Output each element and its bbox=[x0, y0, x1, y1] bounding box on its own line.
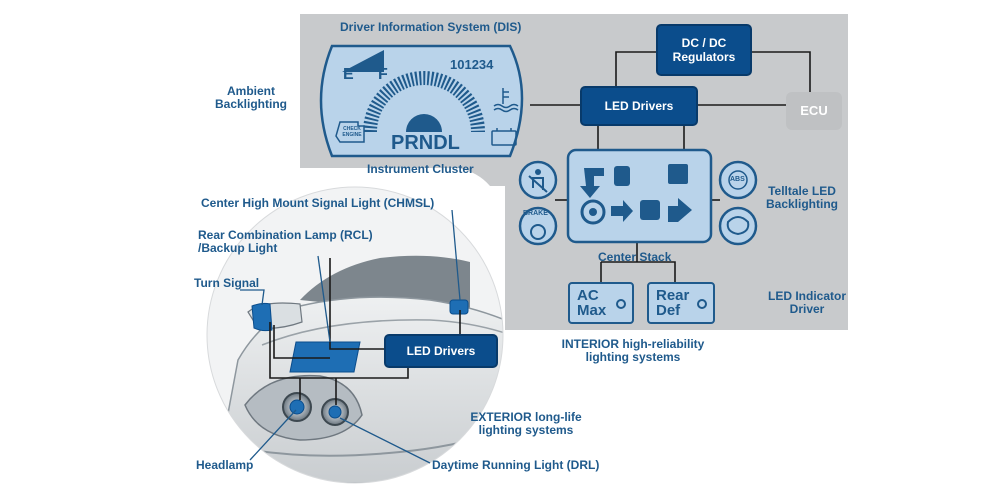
ac-max-line2: Max bbox=[577, 302, 607, 319]
odometer: 101234 bbox=[450, 57, 494, 72]
telltale-backlighting-label: Telltale LED Backlighting bbox=[765, 184, 838, 211]
check-engine-icon bbox=[335, 121, 365, 143]
coolant-icon bbox=[493, 88, 519, 113]
rear-def-indicator-icon bbox=[697, 299, 707, 309]
fuel-empty-label: E bbox=[343, 66, 354, 83]
rear-def-button: Rear Def bbox=[647, 282, 715, 324]
led-drivers-interior-block: LED Drivers bbox=[580, 86, 698, 126]
chmsl-lamp bbox=[449, 299, 469, 315]
abs-text: ABS bbox=[730, 176, 745, 183]
seatbelt-telltale bbox=[518, 160, 558, 200]
center-stack-label: Center Stack bbox=[598, 250, 672, 264]
interior-wiring bbox=[530, 51, 811, 282]
fuel-full-label: F bbox=[378, 66, 388, 83]
gear-indicator: PRNDL bbox=[391, 132, 460, 154]
ac-max-button: AC Max bbox=[568, 282, 634, 324]
turn-signal-lamp bbox=[251, 302, 273, 332]
ambient-backlighting-label: Ambient Backlighting bbox=[214, 84, 287, 111]
center-stack-icons bbox=[580, 164, 692, 222]
exterior-systems-label: EXTERIOR long-life lighting systems bbox=[470, 410, 582, 437]
battery-icon bbox=[491, 128, 517, 146]
dis-title: Driver Information System (DIS) bbox=[340, 20, 522, 34]
rear-def-line2: Def bbox=[656, 302, 681, 319]
rear-def-line1: Rear bbox=[656, 287, 690, 304]
tire-pressure-telltale bbox=[718, 206, 758, 246]
led-drivers-exterior-block: LED Drivers bbox=[384, 334, 498, 368]
chmsl-label: Center High Mount Signal Light (CHMSL) bbox=[201, 196, 435, 210]
headlamp-label: Headlamp bbox=[196, 458, 254, 472]
brake-text: BRAKE bbox=[523, 210, 548, 217]
leader-lines bbox=[240, 209, 461, 464]
dcdc-regulators-block: DC / DC Regulators bbox=[656, 24, 752, 76]
rcl-label: Rear Combination Lamp (RCL) /Backup Ligh… bbox=[198, 228, 373, 255]
instrument-cluster-label: Instrument Cluster bbox=[367, 162, 474, 176]
drl-label: Daytime Running Light (DRL) bbox=[432, 458, 600, 472]
led-indicator-driver-label: LED Indicator Driver bbox=[767, 289, 846, 316]
speedometer-arc bbox=[363, 71, 485, 133]
check-engine-text: CHECK ENGINE bbox=[342, 126, 362, 138]
interior-systems-label: INTERIOR high-reliability lighting syste… bbox=[561, 337, 705, 364]
ecu-block: ECU bbox=[786, 92, 842, 130]
rear-combination-lamp bbox=[289, 341, 361, 373]
ac-max-line1: AC bbox=[577, 287, 599, 304]
turn-signal-label: Turn Signal bbox=[194, 276, 260, 290]
abs-telltale bbox=[718, 160, 758, 200]
ac-max-indicator-icon bbox=[616, 299, 626, 309]
telltale-indicators bbox=[518, 160, 758, 246]
